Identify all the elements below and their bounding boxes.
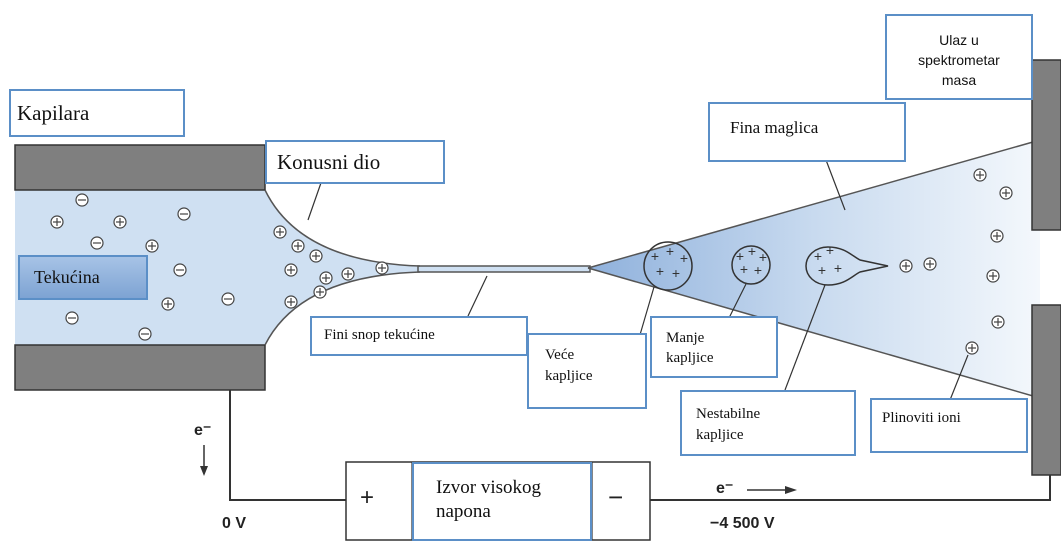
capillary-label: Kapilara	[9, 89, 185, 137]
negative-ion	[177, 207, 191, 221]
electron-left-label: e⁻	[194, 422, 212, 439]
svg-text:+: +	[651, 248, 659, 264]
svg-text:+: +	[656, 263, 664, 279]
unstable-droplets-label: Nestabilne kapljice	[680, 390, 856, 456]
inlet-bottom-electrode	[1031, 304, 1061, 476]
svg-text:+: +	[814, 248, 822, 264]
inlet-top-electrode	[1031, 59, 1061, 231]
smaller-droplet	[731, 245, 771, 285]
larger-droplet	[643, 241, 693, 291]
positive-ion	[113, 215, 127, 229]
positive-ion	[50, 215, 64, 229]
positive-ion	[145, 239, 159, 253]
voltage-right-label: −4 500 V	[710, 515, 775, 532]
svg-text:+: +	[740, 261, 748, 277]
larger-droplets-label: Veće kapljice	[527, 333, 647, 409]
negative-ion	[221, 292, 235, 306]
svg-text:+: +	[826, 242, 834, 258]
svg-text:+: +	[672, 265, 680, 281]
electron-right-label: e⁻	[716, 480, 734, 497]
voltage-left-label: 0 V	[222, 515, 247, 532]
positive-ion	[161, 297, 175, 311]
hv-source-label: Izvor visokog napona	[412, 462, 592, 541]
liquid-label: Tekućina	[18, 255, 148, 300]
svg-text:+: +	[748, 243, 756, 259]
negative-ion	[90, 236, 104, 250]
liquid-region	[15, 190, 420, 345]
smaller-droplets-label: Manje kapljice	[650, 316, 778, 378]
svg-text:+: +	[666, 243, 674, 259]
negative-ion	[173, 263, 187, 277]
gas-ions-label: Plinoviti ioni	[870, 398, 1028, 453]
fine-mist-label: Fina maglica	[708, 102, 906, 162]
gas-ions	[899, 168, 1013, 355]
svg-text:+: +	[818, 262, 826, 278]
minus-terminal: −	[608, 482, 624, 512]
svg-text:+: +	[834, 260, 842, 276]
capillary-bottom-electrode	[14, 344, 266, 391]
fine-jet	[417, 265, 591, 273]
negative-ion	[65, 311, 79, 325]
negative-ion	[75, 193, 89, 207]
svg-text:+: +	[754, 262, 762, 278]
capillary-top-electrode	[14, 144, 266, 191]
cone-label: Konusni dio	[265, 140, 445, 184]
cone-ions	[273, 225, 389, 309]
spray-plume	[588, 140, 1040, 398]
mass-spec-inlet-label: Ulaz u spektrometar masa	[885, 14, 1033, 100]
svg-text:+: +	[736, 248, 744, 264]
plus-terminal: +	[360, 484, 375, 511]
svg-text:+: +	[680, 250, 688, 266]
negative-ion	[138, 327, 152, 341]
capillary-ions	[50, 193, 235, 341]
unstable-droplet	[805, 246, 889, 286]
svg-text:+: +	[759, 249, 767, 265]
fine-jet-label: Fini snop tekućine	[310, 316, 528, 356]
